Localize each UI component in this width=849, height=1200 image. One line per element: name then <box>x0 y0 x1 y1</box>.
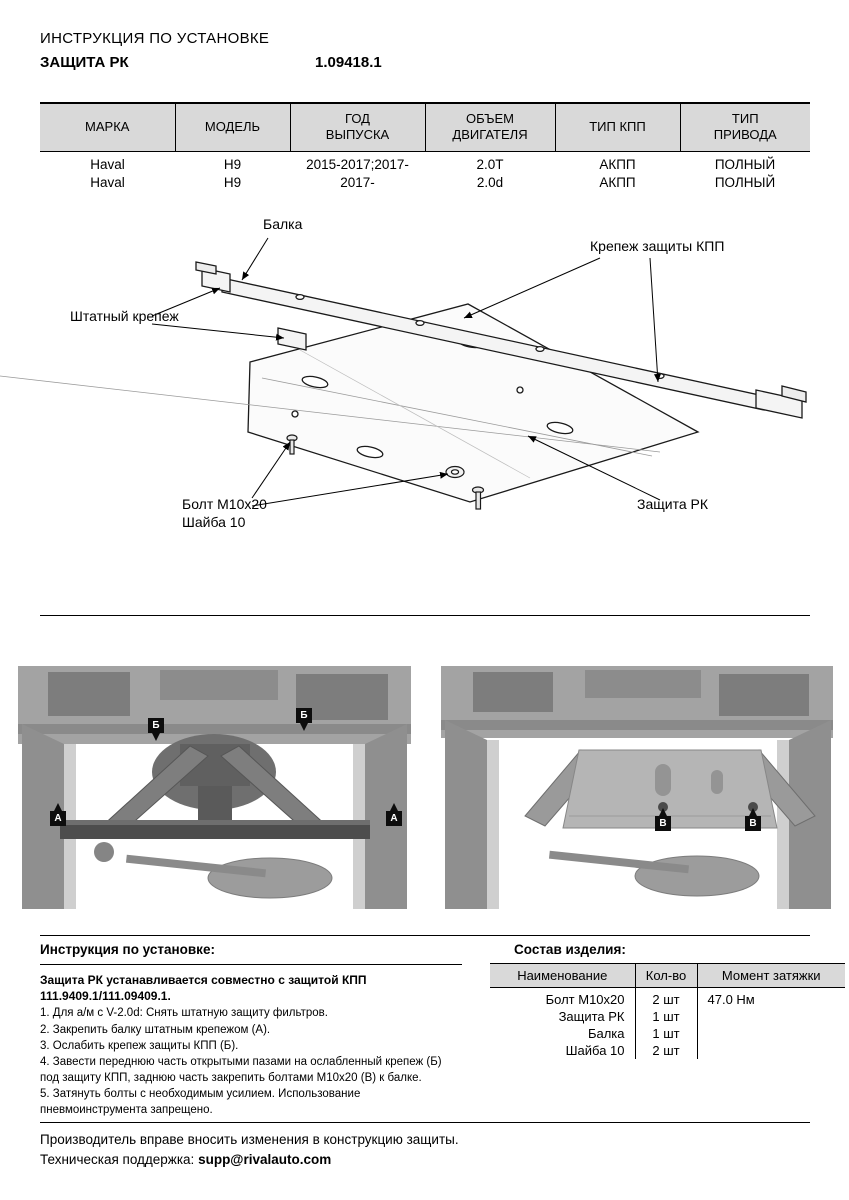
spec-cell-engine: 2.0T <box>476 156 504 172</box>
spec-cell-engine: 2.0d <box>476 174 504 190</box>
spec-cell-year: 2017- <box>340 174 375 190</box>
spec-cell-make: Haval <box>90 156 125 172</box>
beam-shape <box>195 261 807 419</box>
marker-b: Б <box>296 708 312 731</box>
spec-cell-year: 2015-2017;2017- <box>306 156 409 172</box>
instructions-steps: 1. Для а/м с V-2.0d: Снять штатную защит… <box>40 1006 462 1118</box>
bolt-shape <box>471 486 485 510</box>
spec-cell-drive: ПОЛНЫЙ <box>714 174 776 190</box>
instructions-intro: Защита РК устанавливается совместно с за… <box>40 973 367 1003</box>
comp-col-torque: Момент затяжки <box>696 963 845 988</box>
instruction-step: 5. Затянуть болты с необходимым усилием.… <box>40 1088 361 1116</box>
comp-cell-qty: 2 шт <box>634 1042 697 1059</box>
product-composition: Состав изделия: Наименование Кол-во Моме… <box>490 942 845 1059</box>
instruction-step: 4. Завести переднюю часть открытыми паза… <box>40 1056 442 1084</box>
comp-row: Балка 1 шт <box>490 1025 845 1042</box>
support-label: Техническая поддержка: <box>40 1152 195 1167</box>
doc-type-title: ИНСТРУКЦИЯ ПО УСТАНОВКЕ <box>40 30 270 47</box>
instructions-heading: Инструкция по установке: <box>40 942 462 965</box>
spec-cell-drive: ПОЛНЫЙ <box>714 156 776 172</box>
comp-cell-name: Шайба 10 <box>565 1043 625 1058</box>
vehicle-spec-table: МАРКА МОДЕЛЬ ГОД ВЫПУСКА ОБЪЕМ ДВИГАТЕЛЯ… <box>40 102 810 191</box>
spec-col-gearbox: ТИП КПП <box>554 103 680 152</box>
spec-col-drive: ТИП ПРИВОДА <box>679 103 810 152</box>
leader-lines <box>151 237 661 507</box>
support-email: supp@rivalauto.com <box>198 1152 332 1167</box>
photo-right-render <box>429 666 845 909</box>
comp-col-name: Наименование <box>490 963 635 988</box>
comp-row: Шайба 10 2 шт <box>490 1042 845 1059</box>
marker-v: В <box>745 808 761 831</box>
spec-col-model: МОДЕЛЬ <box>174 103 290 152</box>
comp-cell-qty: 1 шт <box>634 1008 697 1025</box>
support-line: Техническая поддержка: supp@rivalauto.co… <box>40 1152 331 1167</box>
label-stock-fastener: Штатный крепеж <box>70 308 179 324</box>
label-kpp-fastener: Крепеж защиты КПП <box>590 238 725 254</box>
comp-cell-name: Защита РК <box>558 1009 625 1024</box>
spec-cell-make: Haval <box>90 174 125 190</box>
spec-cell-gearbox: АКПП <box>599 174 636 190</box>
exploded-view-diagram: Балка Крепеж защиты КПП Штатный крепеж Б… <box>0 200 849 620</box>
instruction-step: 3. Ослабить крепеж защиты КПП (Б). <box>40 1040 239 1052</box>
comp-cell-torque: 47.0 Нм <box>696 987 845 1008</box>
spec-row: Haval H9 2015-2017;2017- 2.0T АКПП ПОЛНЫ… <box>40 151 810 173</box>
bolt-shape <box>286 434 298 455</box>
label-beam: Балка <box>263 216 303 232</box>
comp-cell-name: Болт М10х20 <box>545 992 625 1007</box>
spec-col-engine: ОБЪЕМ ДВИГАТЕЛЯ <box>424 103 555 152</box>
divider <box>40 1122 810 1123</box>
instruction-step: 2. Закрепить балку штатным крепежом (А). <box>40 1023 271 1036</box>
comp-col-qty: Кол-во <box>634 963 697 988</box>
installation-instructions: Инструкция по установке: Защита РК устан… <box>40 942 462 1118</box>
shield-plate-shape <box>0 303 700 503</box>
spec-col-make: МАРКА <box>40 103 175 152</box>
photo-left-render <box>8 666 421 909</box>
marker-a: А <box>50 803 66 826</box>
marker-a: А <box>386 803 402 826</box>
comp-row: Болт М10х20 2 шт 47.0 Нм <box>490 987 845 1008</box>
label-shield: Защита РК <box>637 496 709 512</box>
comp-cell-torque <box>696 1042 845 1059</box>
comp-cell-qty: 2 шт <box>634 987 697 1008</box>
spec-cell-model: H9 <box>223 174 242 190</box>
divider <box>40 615 810 616</box>
washer-shape <box>445 465 465 479</box>
label-washer: Шайба 10 <box>182 514 246 530</box>
comp-cell-torque <box>696 1008 845 1025</box>
composition-heading: Состав изделия: <box>514 942 626 957</box>
spec-cell-model: H9 <box>223 156 242 172</box>
instruction-step: 1. Для а/м с V-2.0d: Снять штатную защит… <box>40 1007 328 1020</box>
part-number: 1.09418.1 <box>315 54 382 71</box>
spec-row: Haval H9 2017- 2.0d АКПП ПОЛНЫЙ <box>40 173 810 191</box>
marker-b: Б <box>148 718 164 741</box>
comp-cell-torque <box>696 1025 845 1042</box>
comp-cell-qty: 1 шт <box>634 1025 697 1042</box>
divider <box>40 935 810 936</box>
spec-cell-gearbox: АКПП <box>599 156 636 172</box>
photo-shield-mounted: В В <box>429 666 845 909</box>
comp-row: Защита РК 1 шт <box>490 1008 845 1025</box>
exploded-diagram-art <box>0 237 807 510</box>
label-bolt: Болт М10х20 <box>182 496 267 512</box>
product-name: ЗАЩИТА РК <box>40 54 129 71</box>
spec-col-year: ГОД ВЫПУСКА <box>289 103 425 152</box>
comp-cell-name: Балка <box>587 1026 625 1041</box>
marker-v: В <box>655 808 671 831</box>
manufacturer-note: Производитель вправе вносить изменения в… <box>40 1132 459 1147</box>
photo-beam-mounted: Б Б А А <box>8 666 421 909</box>
